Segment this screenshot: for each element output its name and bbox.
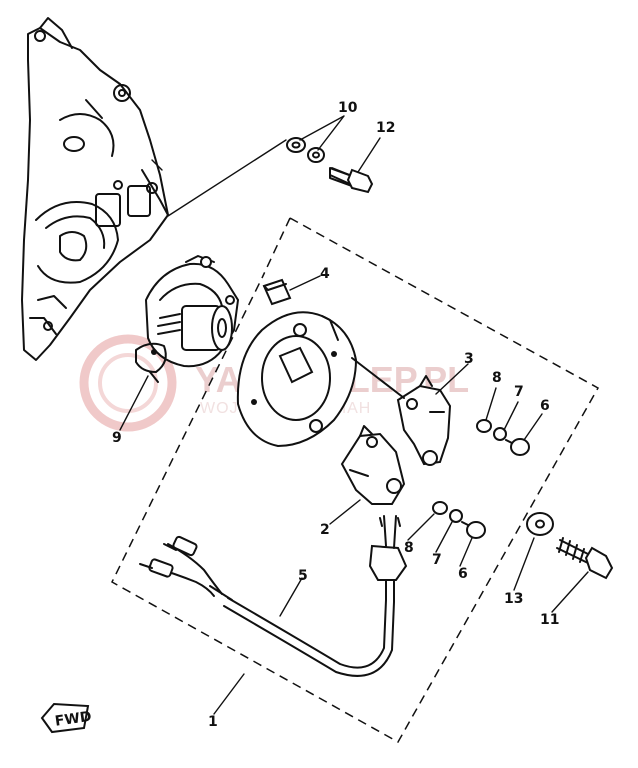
lock-washer-7-lower — [449, 509, 463, 523]
callout-12: 11 — [540, 612, 559, 628]
callout-3: 3 — [464, 351, 474, 367]
crankcase — [21, 17, 169, 361]
stator-plate — [236, 311, 358, 448]
bolt-10 — [329, 167, 374, 194]
callout-4: 4 — [320, 266, 330, 282]
felt-4 — [262, 278, 292, 306]
fwd-label: FWD — [54, 709, 93, 730]
callouts: 10 12 4 3 8 7 6 9 2 8 7 6 5 13 11 1 — [112, 100, 559, 730]
callout-8b: 8 — [404, 540, 414, 556]
contact-breaker-2 — [340, 425, 406, 505]
callout-2: 2 — [320, 522, 330, 538]
washer-8-lower — [432, 501, 448, 515]
screw-6-upper — [505, 438, 530, 456]
watermark-logo — [79, 334, 177, 432]
callout-7b: 7 — [432, 552, 442, 568]
contact-breaker-3 — [351, 357, 452, 466]
callout-10: 12 — [376, 120, 395, 136]
callout-6a: 6 — [540, 398, 550, 414]
screw-6-lower — [461, 521, 486, 539]
washer-8-upper — [476, 419, 492, 433]
callout-8a: 8 — [492, 370, 502, 386]
governor-assembly-9 — [135, 255, 240, 383]
callout-6b: 6 — [458, 566, 468, 582]
lock-washer-7-upper — [493, 427, 507, 441]
washer-13 — [526, 512, 554, 536]
lead-wire-1 — [139, 515, 408, 677]
callout-11: 10 — [338, 100, 358, 116]
washer-11a — [286, 137, 306, 153]
callout-13: 13 — [504, 591, 523, 607]
fwd-arrow-icon: FWD — [40, 702, 93, 734]
callout-1: 1 — [208, 714, 218, 730]
lock-washer-11b — [307, 147, 325, 163]
assembly-boundary — [111, 217, 600, 744]
bolt-12 — [556, 537, 614, 580]
callout-5: 5 — [298, 568, 308, 584]
callout-7a: 7 — [514, 384, 524, 400]
callout-leaders — [119, 115, 589, 715]
callout-9: 9 — [112, 430, 122, 446]
